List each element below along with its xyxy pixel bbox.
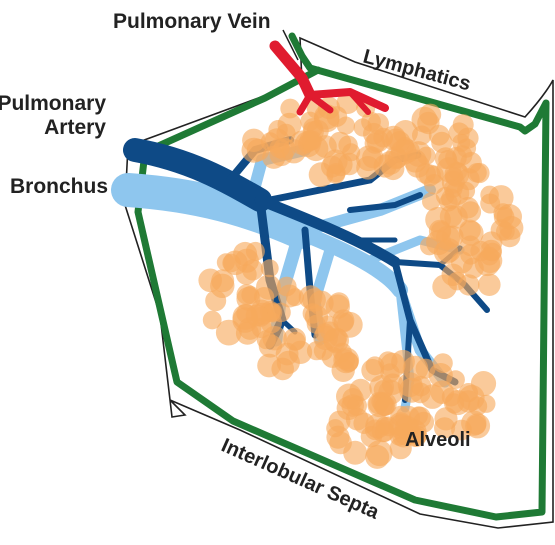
alveolus xyxy=(382,158,405,181)
alveolus xyxy=(320,322,339,341)
pulmonary-artery-label-line2: Artery xyxy=(44,116,106,139)
alveolus xyxy=(329,411,351,433)
alveolus xyxy=(459,220,481,242)
alveolus xyxy=(403,356,429,382)
alveolus xyxy=(457,128,478,149)
alveolus xyxy=(429,220,451,242)
alveolus xyxy=(489,185,514,210)
alveoli-label: Alveoli xyxy=(405,429,471,451)
pulmonary-vein-label: Pulmonary Vein xyxy=(113,10,271,33)
alveolus xyxy=(338,352,358,372)
alveolus xyxy=(468,397,487,416)
alveolus xyxy=(431,132,452,153)
alveolus xyxy=(343,441,367,465)
alveolus xyxy=(338,136,357,155)
alveolus xyxy=(237,284,258,305)
alveolus xyxy=(242,138,267,163)
alveolus xyxy=(277,351,300,374)
alveolus xyxy=(415,163,436,184)
alveolus xyxy=(457,182,475,200)
alveolus xyxy=(205,290,226,311)
alveolus xyxy=(412,107,438,133)
alveolus xyxy=(216,320,242,346)
alveolus xyxy=(314,135,337,158)
alveolus xyxy=(246,242,265,261)
alveolus xyxy=(433,353,453,373)
alveolus xyxy=(361,426,382,447)
alveolus xyxy=(471,371,496,396)
alveolus xyxy=(302,288,326,312)
alveolus xyxy=(270,143,294,167)
alveolus xyxy=(478,273,501,296)
alveolus xyxy=(480,247,499,266)
alveolus xyxy=(361,359,384,382)
alveolus xyxy=(397,140,420,163)
alveolus xyxy=(449,162,468,181)
alveolus xyxy=(460,201,481,222)
alveolus xyxy=(434,240,458,264)
alveolus xyxy=(261,259,279,277)
alveolus xyxy=(280,99,300,119)
alveolus xyxy=(368,394,388,414)
alveolus xyxy=(263,326,287,350)
alveolus xyxy=(365,445,389,469)
bronchus-label: Bronchus xyxy=(10,175,108,198)
alveolus xyxy=(399,378,424,403)
alveolus xyxy=(445,390,470,415)
alveolus xyxy=(286,288,304,306)
alveolus xyxy=(222,254,240,272)
alveolus xyxy=(467,163,487,183)
alveolus xyxy=(463,258,484,279)
pulmonary-artery-label-line1: Pulmonary xyxy=(0,92,106,115)
alveolus xyxy=(337,312,363,338)
